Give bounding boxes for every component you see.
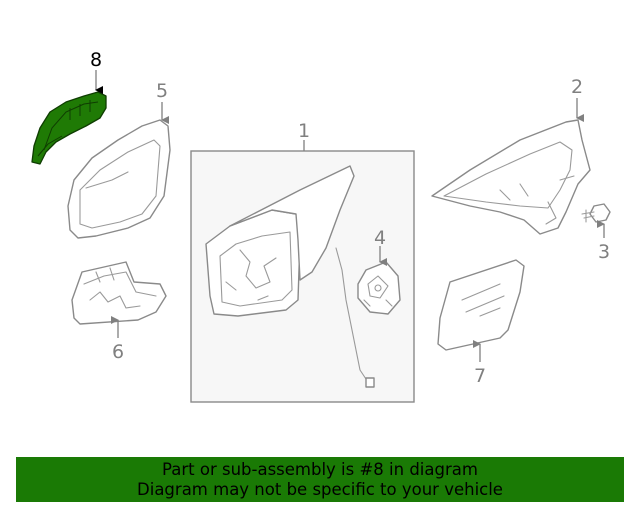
info-banner: Part or sub-assembly is #8 in diagram Di… [16, 457, 624, 502]
callout-7[interactable]: 7 [474, 365, 486, 387]
part-3-screw[interactable] [581, 203, 611, 223]
callout-2[interactable]: 2 [571, 76, 583, 98]
callout-1[interactable]: 1 [298, 120, 310, 142]
callout-3[interactable]: 3 [598, 241, 610, 263]
part-6-lower-cover[interactable] [71, 261, 167, 325]
part-8-bracket[interactable] [31, 91, 107, 165]
callout-8[interactable]: 8 [90, 49, 102, 71]
banner-line-1: Part or sub-assembly is #8 in diagram [162, 460, 478, 479]
part-5-mirror-cover[interactable] [67, 119, 171, 239]
callout-4[interactable]: 4 [374, 227, 386, 249]
part-4-motor[interactable] [357, 261, 401, 315]
callout-5[interactable]: 5 [156, 80, 168, 102]
part-2-mirror-base[interactable] [431, 119, 591, 235]
part-1-mirror-assembly[interactable] [205, 165, 375, 388]
banner-line-2: Diagram may not be specific to your vehi… [137, 480, 503, 499]
part-7-mirror-glass[interactable] [437, 259, 525, 351]
callout-6[interactable]: 6 [112, 341, 124, 363]
